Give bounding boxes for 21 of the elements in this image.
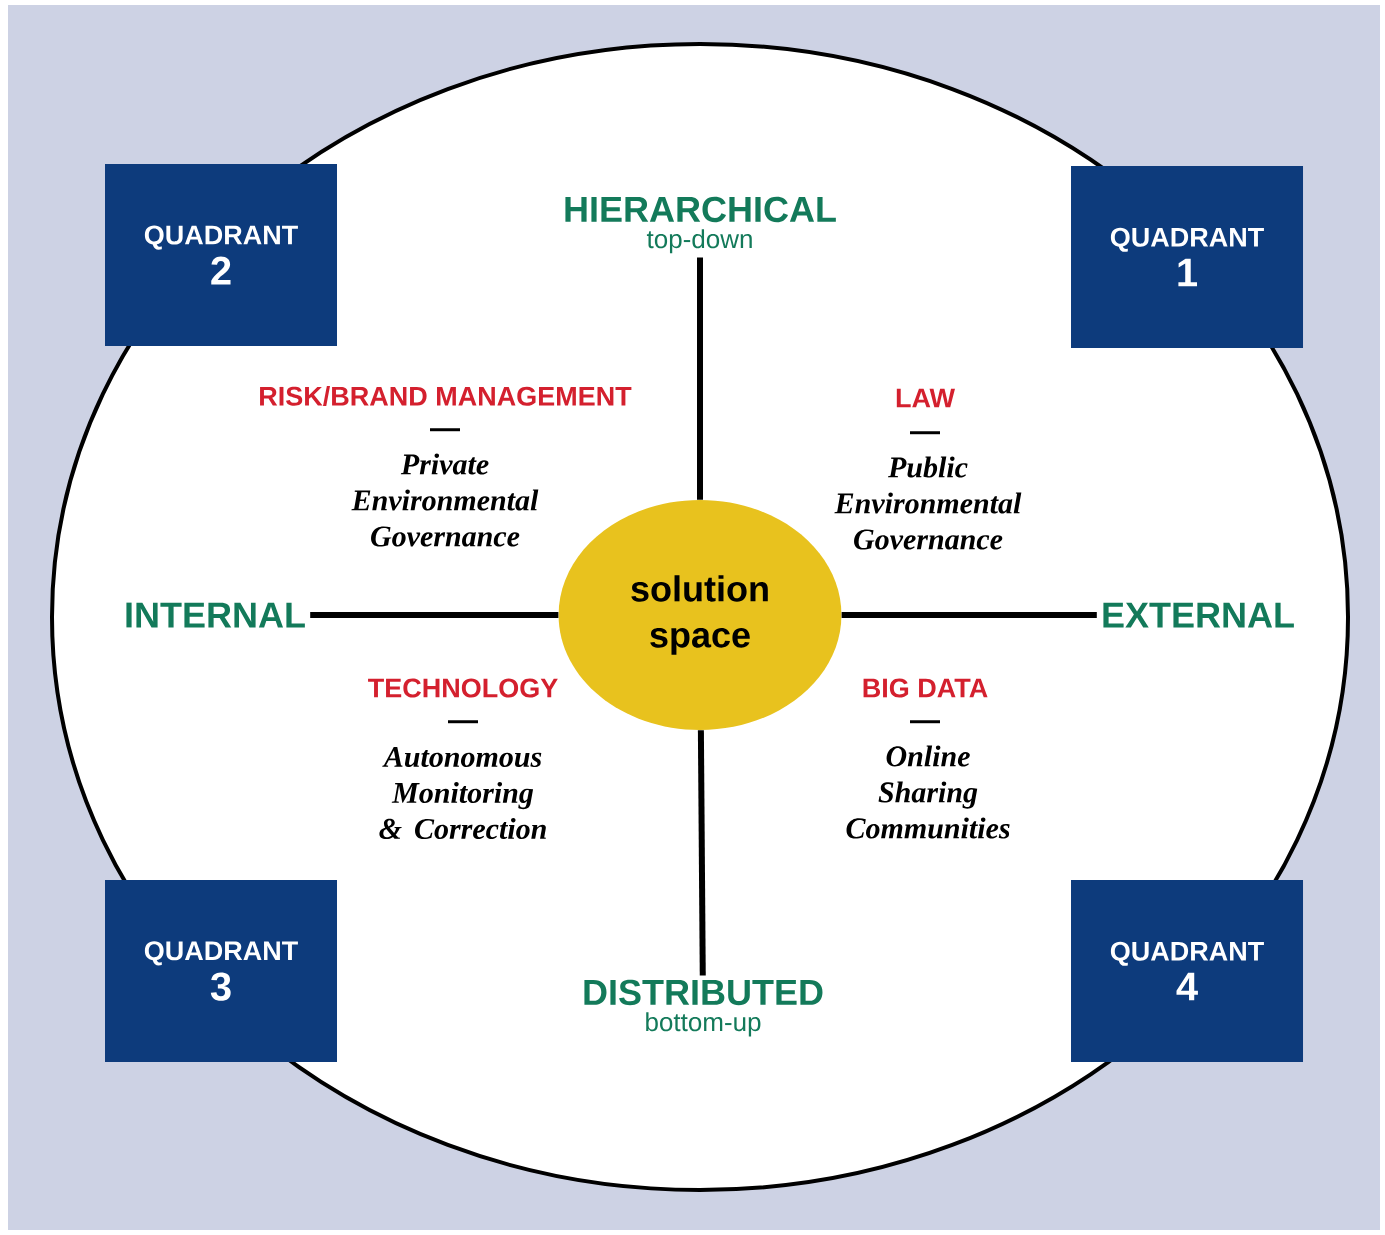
quadrant-box: QUADRANT 2 <box>105 164 337 346</box>
dash: — <box>910 431 940 435</box>
category-label: RISK/BRAND MANAGEMENT <box>260 385 632 407</box>
axis-line <box>697 257 703 500</box>
quadrant-box: QUADRANT 4 <box>1071 880 1303 1062</box>
description-text: Private Environmental Governance <box>351 453 539 547</box>
axis-label: HIERARCHICAL top-down <box>565 196 836 254</box>
category-label: LAW <box>896 388 955 408</box>
description-text: Online Sharing Communities <box>846 745 1010 839</box>
axis-label: DISTRIBUTED bottom-up <box>584 979 823 1037</box>
axis-label: EXTERNAL <box>1103 602 1294 628</box>
dash: — <box>910 720 940 724</box>
axis-line <box>841 612 1097 618</box>
quadrant-box: QUADRANT 1 <box>1071 166 1303 348</box>
dash: — <box>448 720 478 724</box>
quadrant-box: QUADRANT 3 <box>105 880 337 1062</box>
axis-line <box>697 730 706 976</box>
axis-line <box>310 612 559 618</box>
axis-label: INTERNAL <box>126 602 305 628</box>
description-text: Autonomous Monitoring & Correction <box>379 746 546 840</box>
dash: — <box>430 428 460 432</box>
